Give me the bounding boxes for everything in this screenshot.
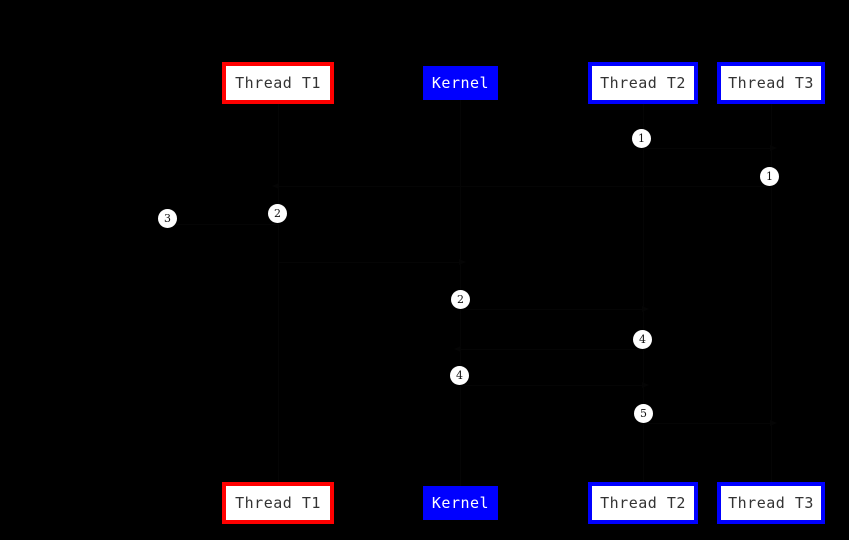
participant-label: Kernel bbox=[431, 494, 490, 512]
participant-kernel-bottom[interactable]: Kernel bbox=[423, 486, 498, 520]
message-arrow bbox=[460, 306, 649, 312]
step-badge: 5 bbox=[634, 404, 653, 423]
participant-label: Thread T1 bbox=[235, 74, 321, 92]
participant-kernel-top[interactable]: Kernel bbox=[423, 66, 498, 100]
step-badge: 1 bbox=[632, 129, 651, 148]
message-arrow bbox=[161, 221, 278, 227]
participant-t2-top[interactable]: Thread T2 bbox=[588, 62, 698, 104]
message-arrow bbox=[643, 145, 777, 151]
participant-t3-bottom[interactable]: Thread T3 bbox=[717, 482, 825, 524]
step-badge: 3 bbox=[158, 209, 177, 228]
message-arrow bbox=[272, 183, 771, 189]
lifeline-t2 bbox=[643, 104, 644, 482]
step-badge: 2 bbox=[451, 290, 470, 309]
step-badge: 1 bbox=[760, 167, 779, 186]
lifeline-t3 bbox=[771, 104, 772, 482]
message-arrow bbox=[643, 420, 777, 426]
participant-label: Kernel bbox=[431, 74, 490, 92]
message-arrow bbox=[278, 259, 466, 265]
participant-label: Thread T2 bbox=[600, 74, 686, 92]
participant-t2-bottom[interactable]: Thread T2 bbox=[588, 482, 698, 524]
step-badge: 4 bbox=[633, 330, 652, 349]
participant-t1-bottom[interactable]: Thread T1 bbox=[222, 482, 334, 524]
step-badge: 2 bbox=[268, 204, 287, 223]
message-arrow bbox=[454, 346, 643, 352]
step-badge: 4 bbox=[450, 366, 469, 385]
participant-label: Thread T3 bbox=[728, 74, 814, 92]
message-arrow bbox=[460, 382, 649, 388]
participant-t1-top[interactable]: Thread T1 bbox=[222, 62, 334, 104]
participant-label: Thread T2 bbox=[600, 494, 686, 512]
participant-t3-top[interactable]: Thread T3 bbox=[717, 62, 825, 104]
participant-label: Thread T1 bbox=[235, 494, 321, 512]
participant-label: Thread T3 bbox=[728, 494, 814, 512]
lifeline-t1 bbox=[278, 104, 279, 482]
